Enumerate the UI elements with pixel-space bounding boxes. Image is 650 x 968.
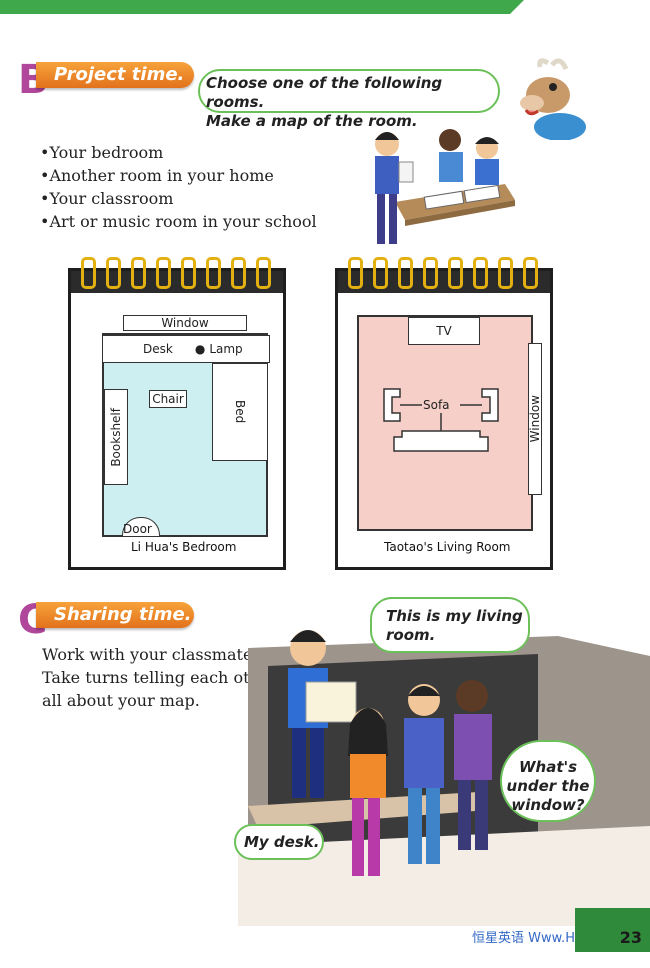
notebook-ring [256,257,271,289]
instruction-bubble: Choose one of the following rooms. Make … [198,69,500,130]
window-label: Window [528,395,542,443]
notebook-ring [131,257,146,289]
top-color-bar [0,0,650,14]
notebook-ring [473,257,488,289]
living-room-caption: Taotao's Living Room [384,540,511,554]
bookshelf-label: Bookshelf [109,407,123,467]
bedroom-map-notebook: Window Desk ● Lamp Chair Bed Bookshelf D… [68,257,286,570]
notebook-ring [498,257,513,289]
bubble-line: This is my living [386,607,523,625]
lamp-label: Lamp [209,342,243,356]
bubble-line: under the [506,777,590,795]
notebook-ring [373,257,388,289]
living-room-map-notebook: TV Window Sofa Taotao's Living Room [335,257,553,570]
section-b-title: Project time. [36,62,194,88]
notebook-ring [81,257,96,289]
notebook-ring [348,257,363,289]
page-number: 23 [575,908,650,952]
notebook-ring [398,257,413,289]
list-item: Your classroom [40,187,317,210]
desk-bedroom: Desk ● Lamp [102,335,270,363]
instruction-line-1: Choose one of the following rooms. [206,74,443,111]
list-item: Your bedroom [40,141,317,164]
window-bedroom: Window [123,315,247,331]
sofa-label: Sofa [423,398,450,412]
bubble-line: My desk. [244,833,320,851]
desk-bubble: My desk. [234,824,324,860]
door-label: Door [123,522,152,536]
sharing-instructions: Work with your classmates. Take turns te… [42,643,277,712]
tv-label: TV [436,324,452,338]
notebook-spine [71,271,283,293]
para-line: all about your map. [42,691,200,710]
window-label: Window [161,316,209,330]
goat-mascot-illustration [520,58,586,140]
room-options-list: Your bedroom Another room in your home Y… [40,141,317,233]
living-room-bubble: This is my living room. [370,597,530,653]
notebook-ring [206,257,221,289]
notebook-ring [423,257,438,289]
bed-bedroom: Bed [212,363,268,461]
notebook-ring [448,257,463,289]
window-question-bubble: What's under the window? [500,740,596,822]
instruction-line-2: Make a map of the room. [206,112,418,130]
notebook-ring [156,257,171,289]
section-c-title: Sharing time. [36,602,194,628]
bedroom-caption: Li Hua's Bedroom [131,540,237,554]
window-living-room: Window [528,343,542,495]
desk-label: Desk [143,342,173,356]
bubble-line: room. [386,626,436,644]
chair-label: Chair [152,392,184,406]
chair-bedroom: Chair [149,390,187,408]
notebook-ring [523,257,538,289]
list-item: Another room in your home [40,164,317,187]
notebook-spine [338,271,550,293]
bookshelf-bedroom: Bookshelf [104,389,128,485]
para-line: Work with your classmates. [42,645,266,664]
kids-at-table-illustration [375,129,515,244]
sofa-set-illustration [383,388,499,452]
bubble-line: window? [511,796,585,814]
notebook-ring [231,257,246,289]
tv-living-room: TV [408,317,480,345]
list-item: Art or music room in your school [40,210,316,233]
bubble-line: What's [518,758,578,776]
bed-label: Bed [233,400,247,424]
notebook-ring [181,257,196,289]
para-line: Take turns telling each other [42,668,277,687]
living-room-floor [357,315,533,531]
lamp-icon: ● [194,342,206,356]
notebook-ring [106,257,121,289]
